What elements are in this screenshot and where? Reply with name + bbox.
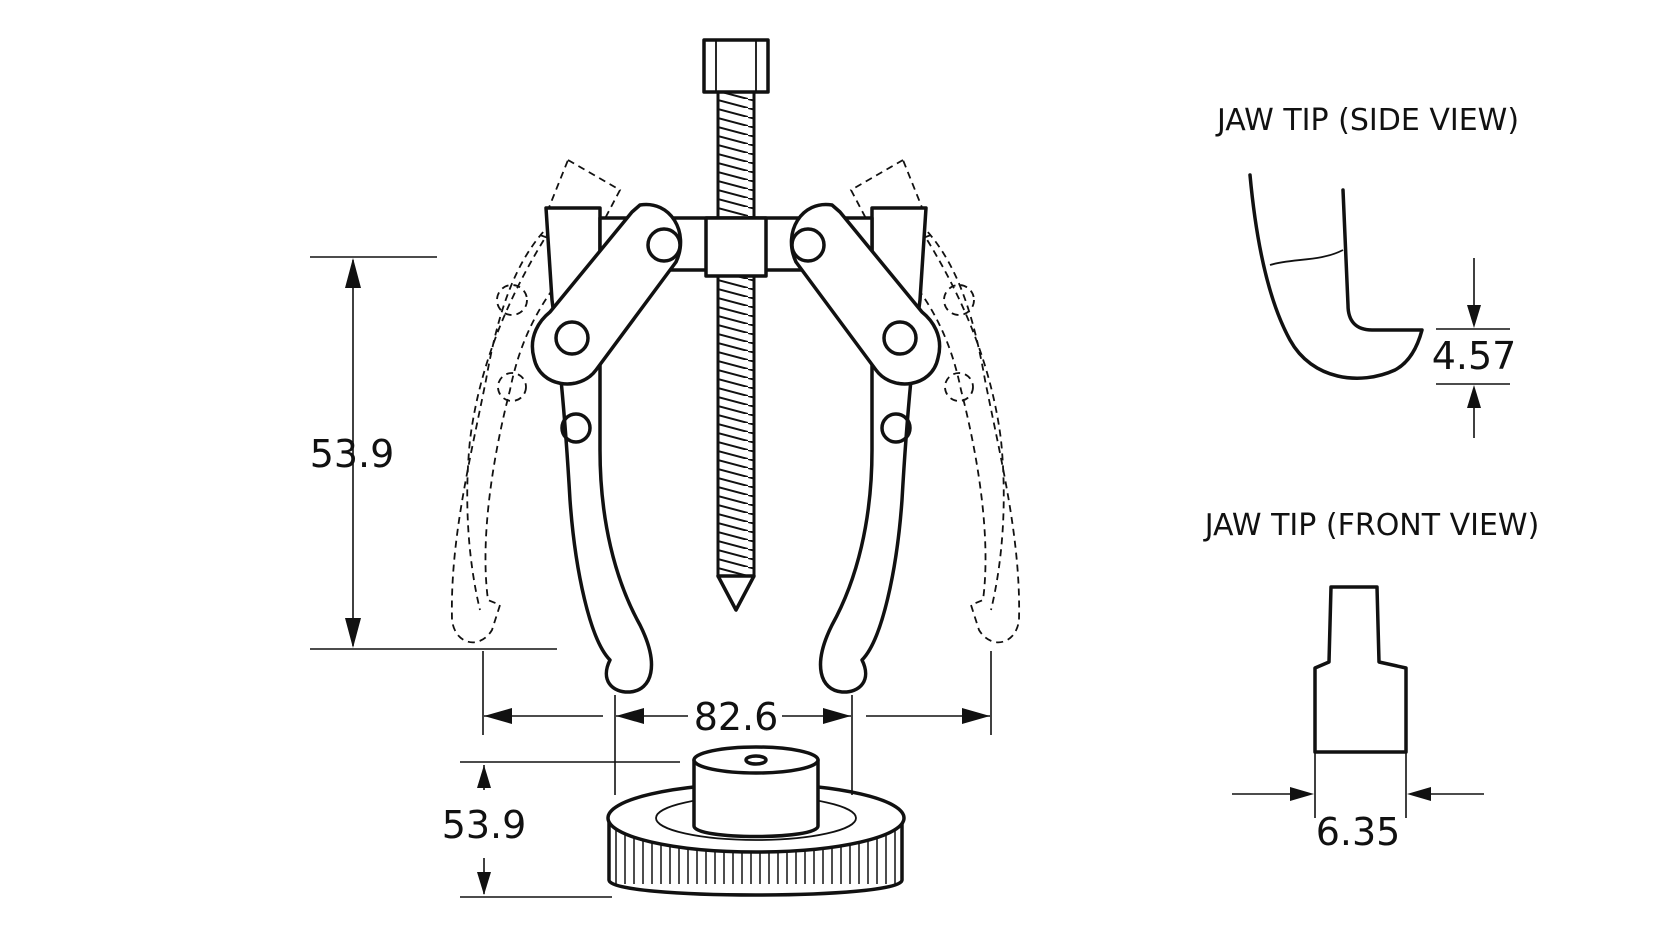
- center-block: [704, 216, 768, 278]
- spread-label: 82.6: [694, 695, 779, 739]
- adapter-height-label: 53.9: [442, 803, 527, 847]
- dimension-spread: [482, 651, 992, 795]
- tip-thickness-label: 4.57: [1432, 334, 1517, 378]
- side-view-title: JAW TIP (SIDE VIEW): [1215, 103, 1519, 138]
- jaw-reach-label: 53.9: [310, 432, 395, 476]
- tip-width-label: 6.35: [1316, 810, 1401, 854]
- front-view-title: JAW TIP (FRONT VIEW): [1203, 508, 1540, 543]
- jaw-tip-side-view: [1248, 173, 1510, 438]
- dimension-jaw-reach: [310, 256, 557, 650]
- dimension-adapter-height: [460, 761, 680, 898]
- link-left: [530, 202, 683, 386]
- jaw-tip-front-view: [1232, 585, 1484, 818]
- adapter-nut: [606, 745, 906, 897]
- forcing-screw: [702, 38, 770, 612]
- link-right: [789, 202, 942, 386]
